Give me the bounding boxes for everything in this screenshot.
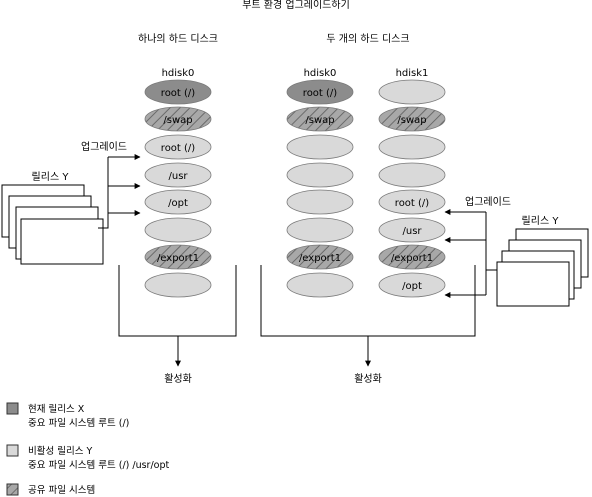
left-release-y-documents [1,184,104,265]
left-activate-label: 활성화 [164,372,192,385]
disk-slice-label: /usr [168,171,188,182]
legend-inactive-line1: 비활성 릴리스 Y [28,445,92,457]
left-activate-bracket [118,265,237,367]
right-disk1-stack: /swap root (/) /usr/export1/opt [378,79,446,298]
disk-slice-label: /opt [168,198,188,209]
left-release-y-label: 릴리스 Y [32,170,70,183]
disk-slice-label: /swap [163,115,192,126]
disk-slice [378,272,446,298]
legend: 현재 릴리스 X 중요 파일 시스템 루트 (/) 비활성 릴리스 Y 중요 파… [6,402,169,496]
disk-slice [144,244,212,270]
disk-slice-label: /export1 [157,253,199,264]
right-upgrade-arrows [444,209,497,298]
diagram-title: 부트 환경 업그레이드하기 [242,0,350,11]
disk-slice [286,272,354,298]
disk-slice [286,106,354,132]
legend-swatch-current [6,402,19,415]
disk-slice [378,134,446,160]
disk-slice [378,189,446,215]
disk-slice-label: root (/) [161,88,195,99]
disk-slice [378,217,446,243]
disk-slice [144,217,212,243]
disk-slice [144,162,212,188]
disk-slice-label: root (/) [303,88,337,99]
disk-slice-label: /export1 [391,253,433,264]
left-panel-heading: 하나의 하드 디스크 [138,32,218,45]
right-activate-label: 활성화 [354,372,382,385]
disk-slice [144,272,212,298]
disk-slice [286,217,354,243]
disk-slice [286,189,354,215]
left-upgrade-label: 업그레이드 [81,140,127,153]
disk-slice-label: root (/) [161,143,195,154]
disk-slice [144,106,212,132]
disk-slice [378,79,446,105]
left-disk-stack: root (/) /swap root (/) /usr/opt/export1 [144,79,212,298]
legend-inactive-line2: 중요 파일 시스템 루트 (/) /usr/opt [28,459,169,471]
right-disk0-label: hdisk0 [304,68,337,79]
disk-slice [378,106,446,132]
legend-swatch-inactive [6,444,19,457]
right-release-y-label: 릴리스 Y [522,214,560,227]
legend-current-line1: 현재 릴리스 X [28,404,85,415]
disk-slice [286,244,354,270]
disk-slice-label: /opt [402,281,422,292]
left-upgrade-arrows [98,154,141,229]
right-disk0-stack: root (/) /swap/export1 [286,79,354,298]
right-activate-bracket [260,265,476,367]
legend-current-line2: 중요 파일 시스템 루트 (/) [28,417,129,429]
left-disk-label: hdisk0 [162,68,195,79]
disk-slice [378,162,446,188]
disk-slice [286,162,354,188]
right-release-y-documents [496,228,589,307]
disk-slice [144,189,212,215]
disk-slice-label: /usr [402,226,422,237]
right-upgrade-label: 업그레이드 [465,195,511,208]
disk-slice [286,79,354,105]
disk-slice [286,134,354,160]
disk-slice [144,79,212,105]
disk-slice-label: /swap [397,115,426,126]
right-panel-heading: 두 개의 하드 디스크 [326,32,409,45]
disk-slice [378,244,446,270]
disk-slice-label: /swap [305,115,334,126]
legend-shared-line1: 공유 파일 시스템 [28,484,95,496]
disk-slice-label: /export1 [299,253,341,264]
disk-slice-label: root (/) [395,198,429,209]
disk-slice [144,134,212,160]
right-disk1-label: hdisk1 [396,68,429,79]
legend-swatch-shared [6,483,19,496]
